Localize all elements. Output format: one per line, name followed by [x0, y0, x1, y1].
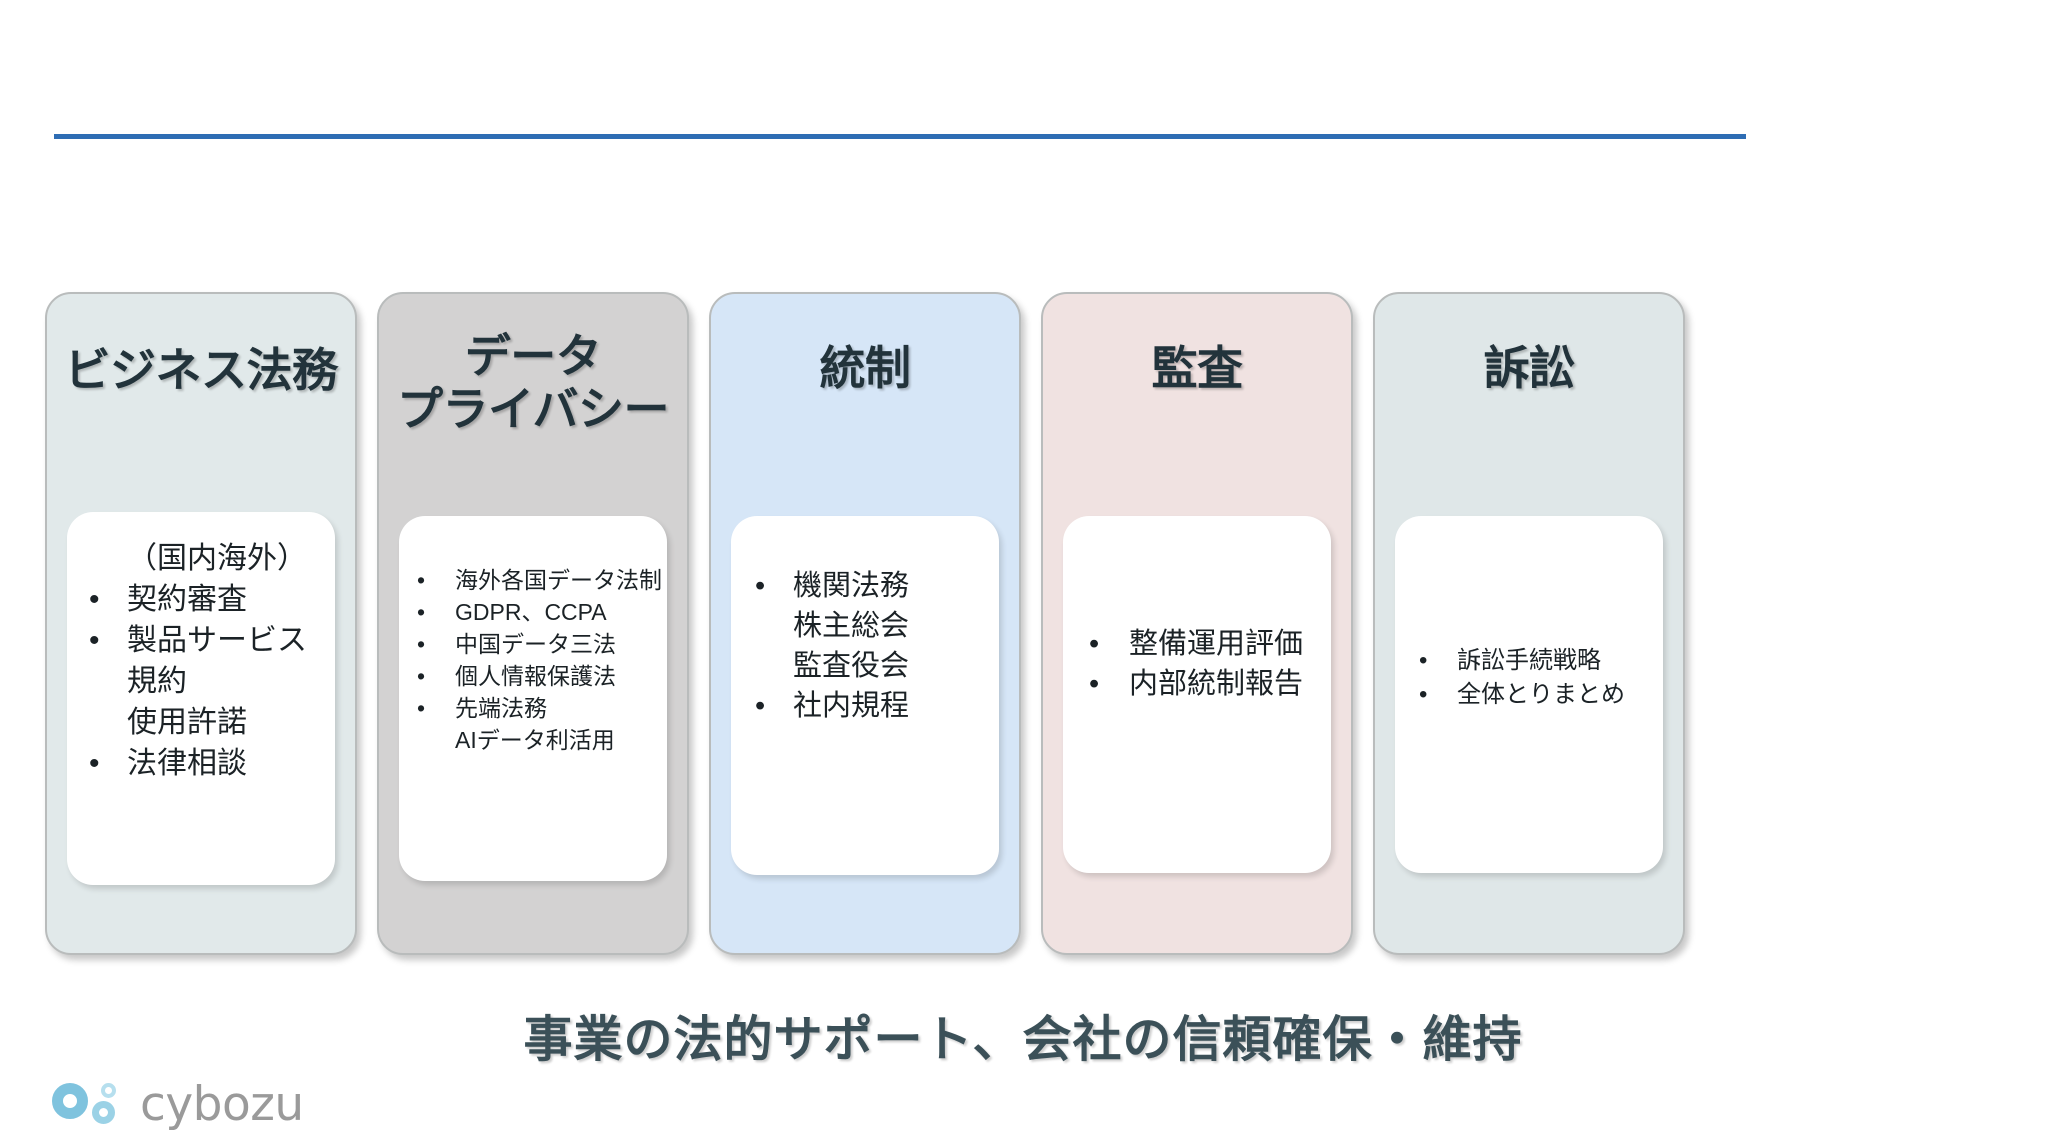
card-panel-litigation: 訴訟手続戦略全体とりまとめ — [1395, 516, 1663, 873]
list-item: GDPR、CCPA — [399, 596, 667, 628]
list-item: 全体とりまとめ — [1395, 678, 1663, 712]
card-panel-governance: 機関法務株主総会監査役会社内規程 — [731, 516, 999, 875]
list-item: 海外各国データ法制 — [399, 564, 667, 596]
category-card-litigation[interactable]: 訴訟訴訟手続戦略全体とりまとめ — [1373, 292, 1685, 955]
cybozu-logo: cybozu — [52, 1076, 304, 1132]
category-card-governance[interactable]: 統制機関法務株主総会監査役会社内規程 — [709, 292, 1021, 955]
list-item: 整備運用評価 — [1063, 624, 1331, 664]
card-panel-audit: 整備運用評価内部統制報告 — [1063, 516, 1331, 873]
category-card-data-privacy[interactable]: データ プライバシー海外各国データ法制GDPR、CCPA中国データ三法個人情報保… — [377, 292, 689, 955]
list-item: 製品サービス — [67, 620, 335, 661]
category-card-business-legal[interactable]: ビジネス法務 （国内海外） 契約審査製品サービス規約使用許諾法律相談 — [45, 292, 357, 955]
card-title-data-privacy: データ プライバシー — [396, 330, 670, 436]
summary-caption: 事業の法的サポート、会社の信頼確保・維持 — [523, 1013, 1523, 1067]
list-item: 法律相談 — [67, 743, 335, 784]
logo-circle-medium-icon — [92, 1101, 115, 1124]
list-item: 使用許諾 — [127, 706, 247, 739]
list-item: 機関法務 — [731, 566, 999, 606]
header-divider — [54, 134, 1746, 139]
card-item-list-governance: 機関法務株主総会監査役会社内規程 — [731, 566, 999, 726]
list-item: 訴訟手続戦略 — [1395, 644, 1663, 678]
list-item: 個人情報保護法 — [399, 660, 667, 692]
list-item: 中国データ三法 — [399, 628, 667, 660]
list-item: AIデータ利活用 — [455, 727, 615, 753]
card-item-list-audit: 整備運用評価内部統制報告 — [1063, 624, 1331, 704]
card-title-business-legal: ビジネス法務 — [64, 344, 339, 396]
card-item-list-data-privacy: 海外各国データ法制GDPR、CCPA中国データ三法個人情報保護法先端法務 AIデー… — [399, 564, 667, 756]
list-item: 監査役会 — [793, 650, 910, 682]
cybozu-logo-mark-icon — [52, 1081, 138, 1127]
card-title-litigation: 訴訟 — [1483, 342, 1576, 394]
list-item: 契約審査 — [67, 579, 335, 620]
category-card-row: ビジネス法務 （国内海外） 契約審査製品サービス規約使用許諾法律相談 データ プライバ… — [45, 292, 2023, 955]
card-item-list-business-legal: （国内海外） 契約審査製品サービス規約使用許諾法律相談 — [67, 538, 335, 784]
list-item: 社内規程 — [731, 686, 999, 726]
card-title-governance: 統制 — [819, 342, 912, 394]
card-title-audit: 監査 — [1151, 342, 1244, 394]
cybozu-logo-text: cybozu — [140, 1076, 304, 1132]
list-item: 規約 — [127, 665, 187, 698]
list-item: 先端法務 — [399, 692, 667, 724]
list-item: 株主総会 — [793, 610, 910, 642]
logo-circle-large-icon — [52, 1083, 88, 1119]
card-item-list-litigation: 訴訟手続戦略全体とりまとめ — [1395, 644, 1663, 712]
category-card-audit[interactable]: 監査整備運用評価内部統制報告 — [1041, 292, 1353, 955]
card-panel-business-legal: （国内海外） 契約審査製品サービス規約使用許諾法律相談 — [67, 512, 335, 885]
list-item: 内部統制報告 — [1063, 664, 1331, 704]
card-panel-data-privacy: 海外各国データ法制GDPR、CCPA中国データ三法個人情報保護法先端法務 AIデー… — [399, 516, 667, 881]
list-item: （国内海外） — [127, 542, 307, 575]
logo-circle-small-icon — [101, 1083, 116, 1098]
